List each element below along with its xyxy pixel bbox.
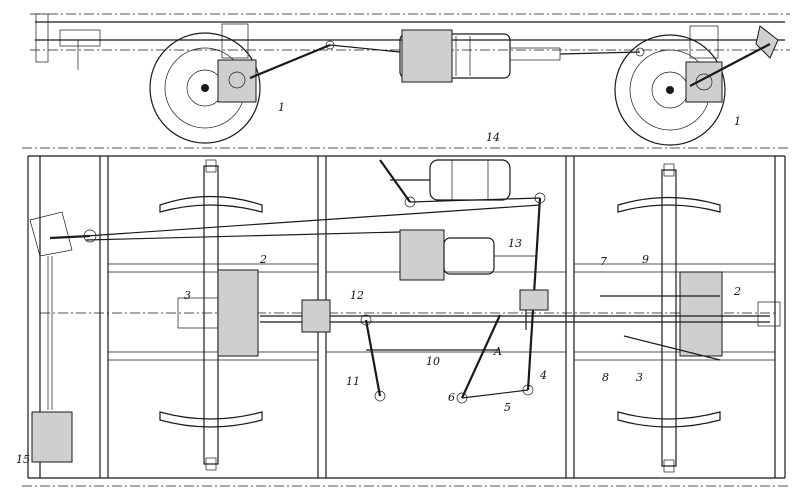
callout-3-left: 3 [184, 289, 191, 302]
callout-2-left: 2 [260, 253, 267, 266]
callout-13: 13 [508, 237, 522, 250]
side-brake-cylinder [399, 29, 561, 83]
callout-9: 9 [642, 253, 649, 266]
side-view [30, 13, 790, 146]
callout-6: 6 [448, 391, 455, 404]
callout-3-right: 3 [636, 371, 643, 384]
callout-A: A [494, 345, 502, 358]
callout-5: 5 [504, 401, 511, 414]
callout-10: 10 [426, 355, 440, 368]
plan-axle-left [159, 159, 263, 471]
callout-1-right: 1 [734, 115, 741, 128]
callout-12: 12 [350, 289, 364, 302]
callout-2-right: 2 [734, 285, 741, 298]
callout-15: 15 [16, 453, 30, 466]
callout-4: 4 [540, 369, 547, 382]
brake-cylinder-13 [399, 229, 536, 281]
side-wheel-left [149, 23, 261, 144]
callout-7: 7 [600, 255, 607, 268]
callout-11: 11 [346, 375, 360, 388]
side-wheel-right [614, 25, 779, 146]
callout-1-left: 1 [278, 101, 285, 114]
callout-8: 8 [602, 371, 609, 384]
plan-axle-right [617, 163, 781, 473]
hand-brake-assembly [29, 211, 97, 463]
plan-view [22, 147, 790, 487]
brake-cylinder-14 [390, 159, 511, 201]
callout-14: 14 [486, 131, 500, 144]
